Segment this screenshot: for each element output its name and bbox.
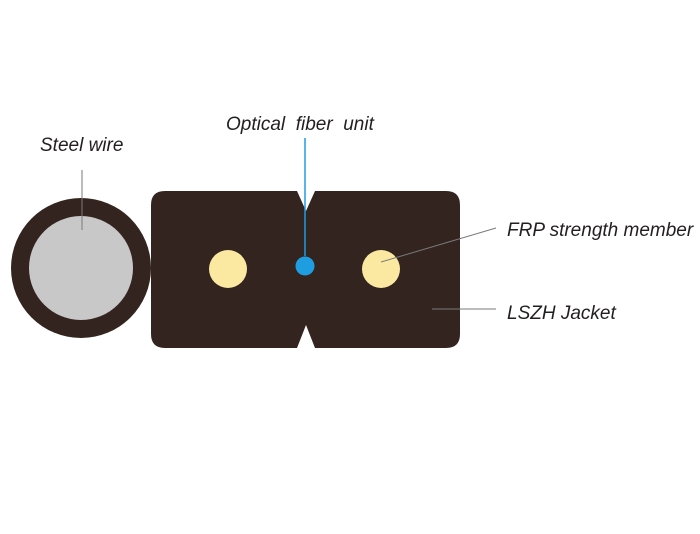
steel-wire-group	[11, 198, 151, 338]
frp-strength-member-left	[209, 250, 247, 288]
optical-fiber-unit-label: Optical fiber unit	[226, 114, 375, 135]
frp-strength-member-right	[362, 250, 400, 288]
steel-wire-core	[29, 216, 133, 320]
frp-strength-member-label: FRP strength member	[507, 220, 694, 241]
frp-leader-line	[380, 227, 497, 263]
steel-wire-label: Steel wire	[40, 135, 123, 156]
lszh-jacket-label: LSZH Jacket	[507, 303, 616, 324]
optical-fiber-unit	[295, 256, 315, 276]
